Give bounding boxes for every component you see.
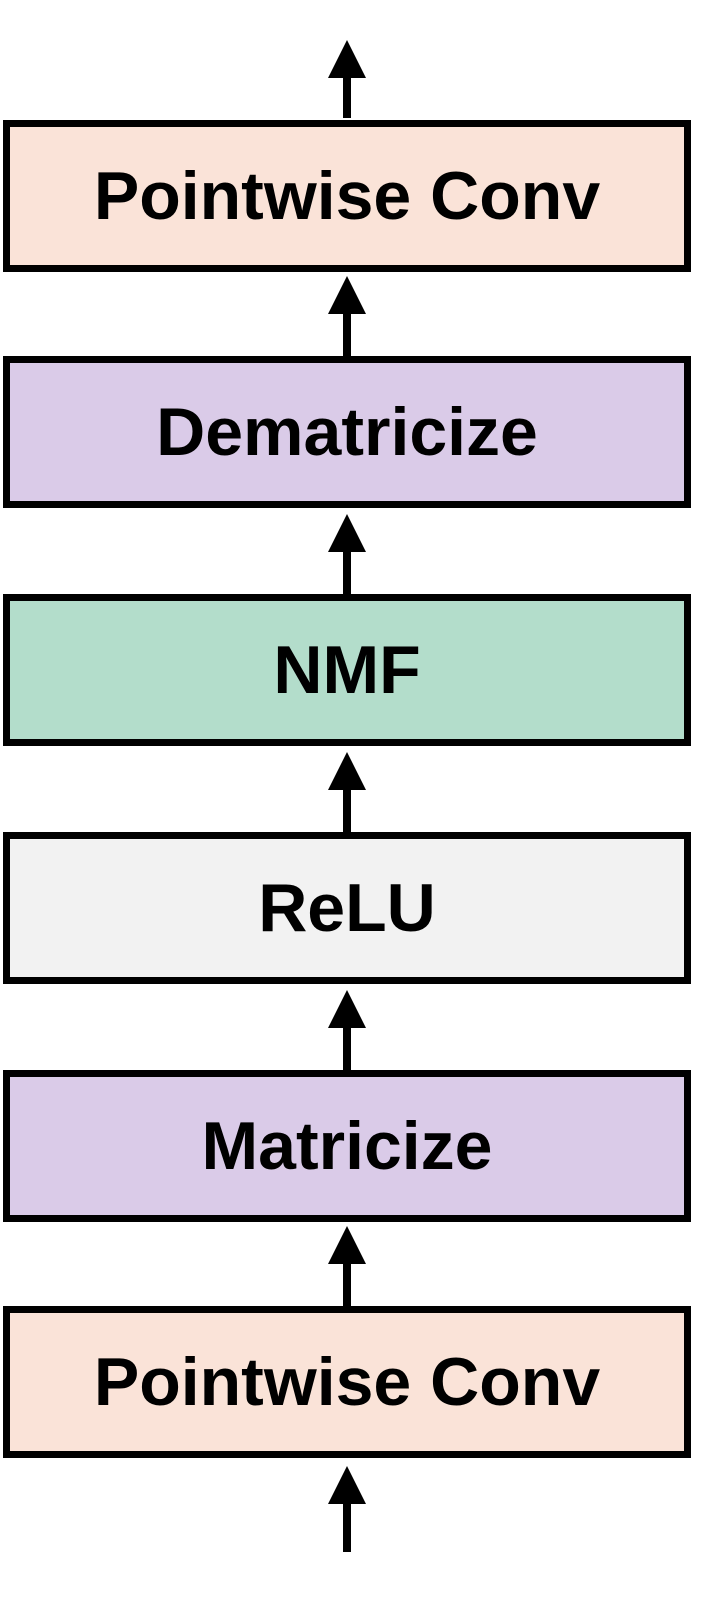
block-label: NMF [273, 632, 421, 708]
arrow-head [328, 514, 366, 552]
block-nmf: NMF [3, 594, 691, 746]
arrow-head [328, 276, 366, 314]
block-relu: ReLU [3, 832, 691, 984]
arrow-head [328, 990, 366, 1028]
block-label: Pointwise Conv [93, 1344, 601, 1420]
arrow-nmf-to-dematricize [328, 514, 366, 594]
arrow-conv-to-matricize [328, 1226, 366, 1306]
block-matricize: Matricize [3, 1070, 691, 1222]
block-label: Pointwise Conv [93, 158, 601, 234]
arrow-head [328, 1226, 366, 1264]
block-label: Matricize [201, 1108, 493, 1184]
arrow-output [328, 40, 366, 118]
block-label: Dematricize [156, 394, 538, 470]
arrow-dematricize-to-conv [328, 276, 366, 356]
arrow-head [328, 1466, 366, 1504]
block-label: ReLU [258, 870, 436, 946]
block-pointwise-conv-input: Pointwise Conv [3, 1306, 691, 1458]
arrow-head [328, 40, 366, 78]
block-pointwise-conv-output: Pointwise Conv [3, 120, 691, 272]
arrow-matricize-to-relu [328, 990, 366, 1070]
arrow-head [328, 752, 366, 790]
arrow-relu-to-nmf [328, 752, 366, 832]
block-dematricize: Dematricize [3, 356, 691, 508]
arrow-input [328, 1466, 366, 1552]
